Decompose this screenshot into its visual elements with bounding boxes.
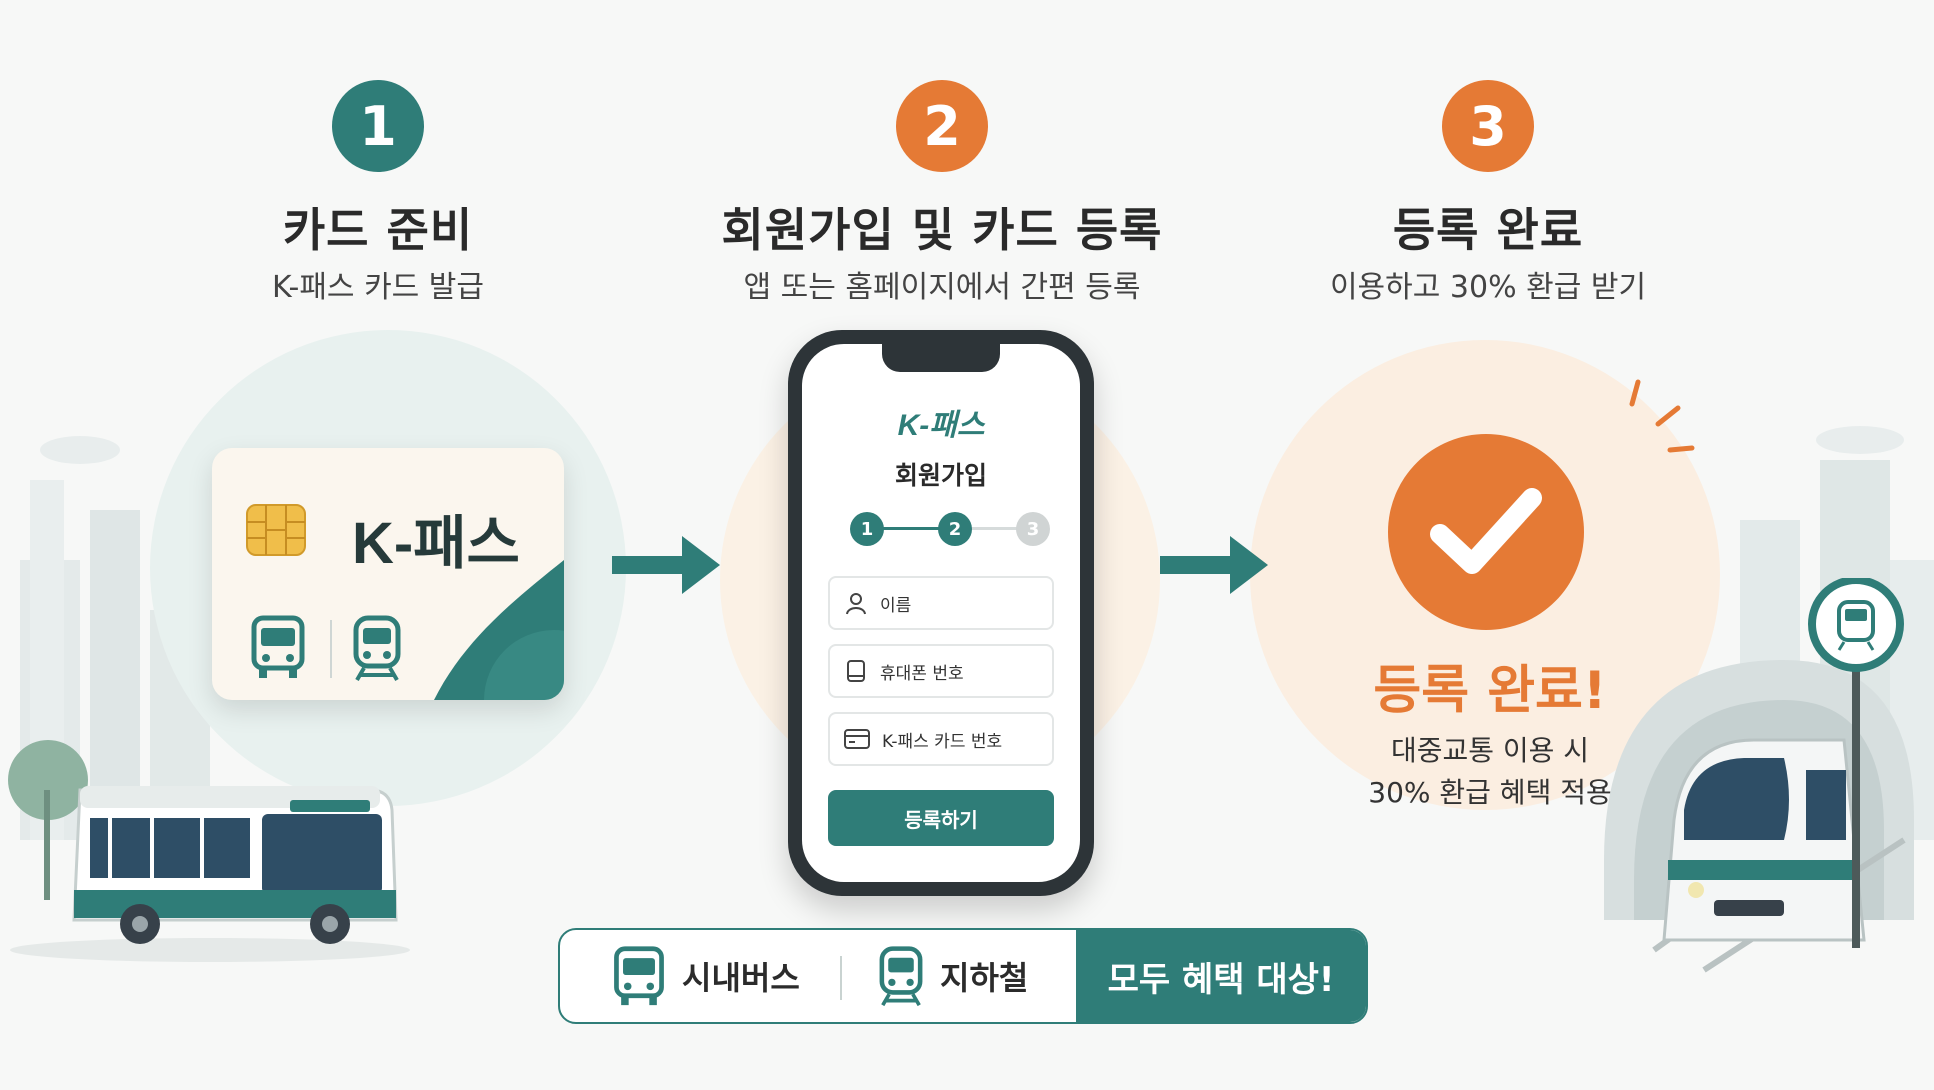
banner-bus-label: 시내버스: [682, 959, 800, 997]
banner-subway-label: 지하철: [940, 959, 1029, 997]
phone-notch: [882, 344, 1000, 372]
stepper-step-1: 1: [850, 512, 884, 546]
complete-title: 등록 완료!: [1373, 661, 1607, 721]
arrow-right-icon: [1160, 536, 1268, 594]
subway-icon: [353, 615, 401, 682]
card-corner-wave: [434, 560, 564, 700]
phone-mockup: K-패스 회원가입 1 2 3 이름 휴대폰 번호: [788, 330, 1094, 896]
step3-title: 등록 완료: [1392, 203, 1584, 257]
complete-check-badge: [1388, 434, 1584, 630]
card-icon: [844, 729, 870, 749]
banner-separator: [840, 956, 842, 1000]
phone-icon: [847, 660, 865, 682]
sparkle-lines: [1629, 379, 1695, 453]
phone-field-placeholder: 휴대폰 번호: [880, 663, 964, 684]
stepper-line-todo: [960, 527, 1030, 530]
signup-heading: 회원가입: [894, 461, 987, 490]
bus-icon: [614, 946, 664, 1006]
step1-subtitle: K-패스 카드 발급: [271, 270, 485, 305]
banner-subway: 지하철: [878, 930, 1028, 1022]
checkmark-icon: [1430, 488, 1542, 574]
card-brand: K-패스: [352, 511, 520, 576]
step1-badge: 1: [332, 80, 424, 172]
bus-icon: [251, 615, 305, 678]
subway-icon: [879, 946, 923, 1007]
step1-title: 카드 준비: [282, 203, 474, 257]
step2-subtitle: 앱 또는 홈페이지에서 간편 등록: [743, 270, 1141, 305]
step2-badge: 2: [896, 80, 988, 172]
register-button[interactable]: 등록하기: [828, 790, 1054, 846]
arrow-right-icon: [612, 536, 720, 594]
complete-desc-line2: 30% 환급 혜택 적용: [1368, 776, 1612, 809]
subway-sign-icon: [1808, 578, 1904, 948]
stepper-line-done: [870, 527, 960, 530]
complete-description: 대중교통 이용 시 30% 환급 혜택 적용: [1240, 730, 1740, 814]
banner-bus: 시내버스: [612, 930, 800, 1022]
step3-badge: 3: [1442, 80, 1534, 172]
bus-illustration: [8, 740, 410, 962]
stepper-step-3: 3: [1016, 512, 1050, 546]
k-pass-card: K-패스: [212, 448, 564, 700]
app-logo: K-패스: [897, 409, 985, 442]
stepper-step-2: 2: [938, 512, 972, 546]
card-divider: [330, 620, 332, 678]
chip-icon: [246, 504, 306, 556]
banner-cta: 모두 혜택 대상!: [1076, 930, 1366, 1022]
phone-number-field[interactable]: 휴대폰 번호: [828, 644, 1054, 698]
card-number-field[interactable]: K-패스 카드 번호: [828, 712, 1054, 766]
benefit-banner: 시내버스 지하철 모두 혜택 대상!: [558, 928, 1368, 1024]
user-icon: [846, 593, 866, 615]
card-field-placeholder: K-패스 카드 번호: [882, 731, 1003, 752]
phone-screen: K-패스 회원가입 1 2 3 이름 휴대폰 번호: [802, 344, 1080, 882]
name-field-placeholder: 이름: [880, 595, 912, 616]
step2-title: 회원가입 및 카드 등록: [721, 203, 1163, 257]
step3-subtitle: 이용하고 30% 환급 받기: [1329, 270, 1647, 305]
complete-desc-line1: 대중교통 이용 시: [1390, 734, 1590, 767]
subway-train-illustration: [1604, 660, 1914, 973]
name-field[interactable]: 이름: [828, 576, 1054, 630]
